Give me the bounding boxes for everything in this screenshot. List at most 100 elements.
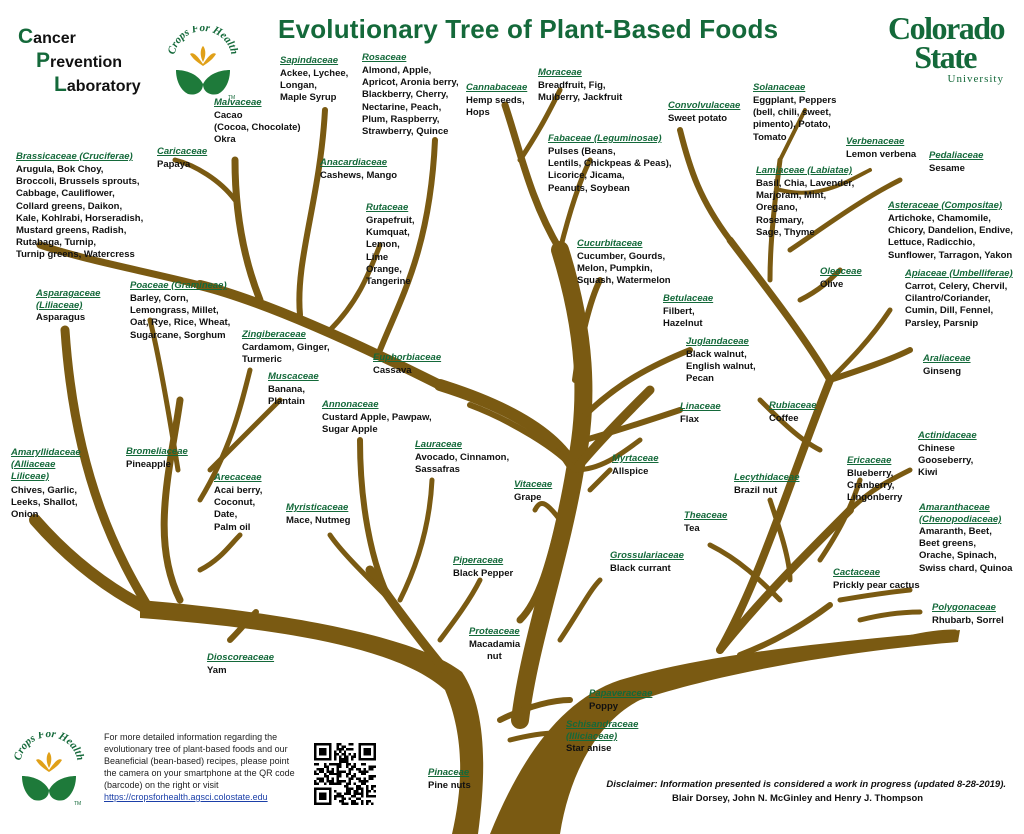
family-name: Piperaceae	[453, 555, 504, 566]
family-name: Moraceae	[538, 67, 582, 78]
family-name: Muscaceae	[268, 371, 319, 382]
family-name: Ericaceae	[847, 455, 892, 466]
family-foods: Eggplant, Peppers(bell, chili, sweet,pim…	[753, 95, 837, 143]
family-name: Caricaceae	[157, 146, 208, 157]
family-name: Grossulariaceae	[610, 550, 684, 561]
family-name: Rutaceae	[366, 202, 409, 213]
qr-code[interactable]	[314, 743, 376, 805]
family-foods: Acai berry,Coconut,Date,Palm oil	[214, 485, 263, 533]
family-name: Verbenaceae	[846, 136, 905, 147]
family-name: Pedaliaceae	[929, 150, 984, 161]
family-name: Dioscoreaceae	[207, 652, 275, 663]
family-foods: Ackee, Lychee,Longan,Maple Syrup	[280, 68, 349, 104]
family-foods: Avocado, Cinnamon,Sassafras	[415, 452, 510, 476]
family-foods: Filbert,Hazelnut	[663, 306, 703, 330]
family-name: Fabaceae (Leguminosae)	[548, 133, 662, 144]
family-name: Betulaceae	[663, 293, 714, 304]
family-name: Myrtaceae	[612, 453, 659, 464]
family-foods: Banana,Plantain	[268, 384, 305, 408]
family-foods: Black currant	[610, 563, 671, 574]
family-name: Annonaceae	[322, 399, 379, 410]
family-schisandraceae: Schisandraceae(Illiciaceae)Star anise	[566, 719, 638, 755]
family-name: Arecaceae	[214, 472, 262, 483]
family-name: Poaceae (Gramineae)	[130, 280, 227, 291]
lab-initial-p: P	[36, 49, 51, 72]
family-foods: Almond, Apple,Apricot, Aronia berry,Blac…	[362, 65, 459, 138]
svg-text:TM: TM	[74, 801, 81, 806]
family-name: Apiaceae (Umbelliferae)	[905, 268, 1013, 279]
family-foods: Pulses (Beans,Lentils, Chickpeas & Peas)…	[548, 146, 672, 194]
family-foods: Mace, Nutmeg	[286, 515, 351, 526]
family-amaranthaceae: Amaranthaceae(Chenopodiaceae)Amaranth, B…	[919, 502, 1012, 575]
family-foods: Black walnut,English walnut,Pecan	[686, 349, 756, 385]
family-name: Asteraceae (Compositae)	[888, 200, 1003, 211]
family-brassicaceae: Brassicaceae (Cruciferae)Arugula, Bok Ch…	[16, 151, 143, 262]
family-foods: Brazil nut	[734, 485, 778, 496]
family-foods: Lemon verbena	[846, 149, 917, 160]
family-foods: Coffee	[769, 413, 799, 424]
family-name: Pinaceae	[428, 767, 470, 778]
family-name: Araliaceae	[923, 353, 971, 364]
family-name: Theaceae	[684, 510, 728, 521]
crops-for-health-logo-bottom: Crops For Health TM	[12, 732, 86, 806]
footer-info: For more detailed information regarding …	[104, 731, 304, 803]
csu-word-state: State	[914, 38, 977, 75]
family-name: Euphorbiaceae	[373, 352, 442, 363]
footer-info-text: For more detailed information regarding …	[104, 732, 295, 790]
family-name: Anacardiaceae	[320, 157, 388, 168]
family-foods: Carrot, Celery, Chervil,Cilantro/Coriand…	[905, 281, 1008, 329]
family-foods: Basil, Chia, Lavender,Marjoram, Mint,Ore…	[756, 178, 855, 238]
authors: Blair Dorsey, John N. McGinley and Henry…	[672, 793, 924, 804]
family-name: Cactaceae	[833, 567, 881, 578]
family-name: Lecythidaceae	[734, 472, 800, 483]
family-foods: Cassava	[373, 365, 412, 376]
family-foods: Arugula, Bok Choy,Broccoli, Brussels spr…	[16, 164, 144, 261]
branches	[29, 87, 958, 743]
family-name: Zingiberaceae	[242, 329, 306, 340]
family-foods: Ginseng	[923, 366, 962, 377]
family-name: Papaveraceae	[589, 688, 653, 699]
colorado-state-university-logo: Colorado State University	[888, 12, 1006, 85]
crops-for-health-link[interactable]: https://cropsforhealth.agsci.colostate.e…	[104, 792, 268, 802]
family-foods: Custard Apple, Pawpaw,Sugar Apple	[322, 412, 432, 436]
family-name: Convolvulaceae	[668, 100, 741, 111]
family-name: Lauraceae	[415, 439, 463, 450]
family-foods: Cardamom, Ginger,Turmeric	[242, 342, 330, 366]
page-title: Evolutionary Tree of Plant-Based Foods	[278, 14, 779, 44]
lab-initial-c: C	[18, 25, 34, 48]
family-foods: Breadfruit, Fig,Mulberry, Jackfruit	[538, 80, 623, 104]
family-name: Cucurbitaceae	[577, 238, 643, 249]
lab-initial-l: L	[54, 73, 67, 96]
csu-word-university: University	[947, 72, 1004, 85]
family-name: Amaryllidaceae	[11, 447, 81, 458]
family-foods: Yam	[207, 665, 227, 676]
